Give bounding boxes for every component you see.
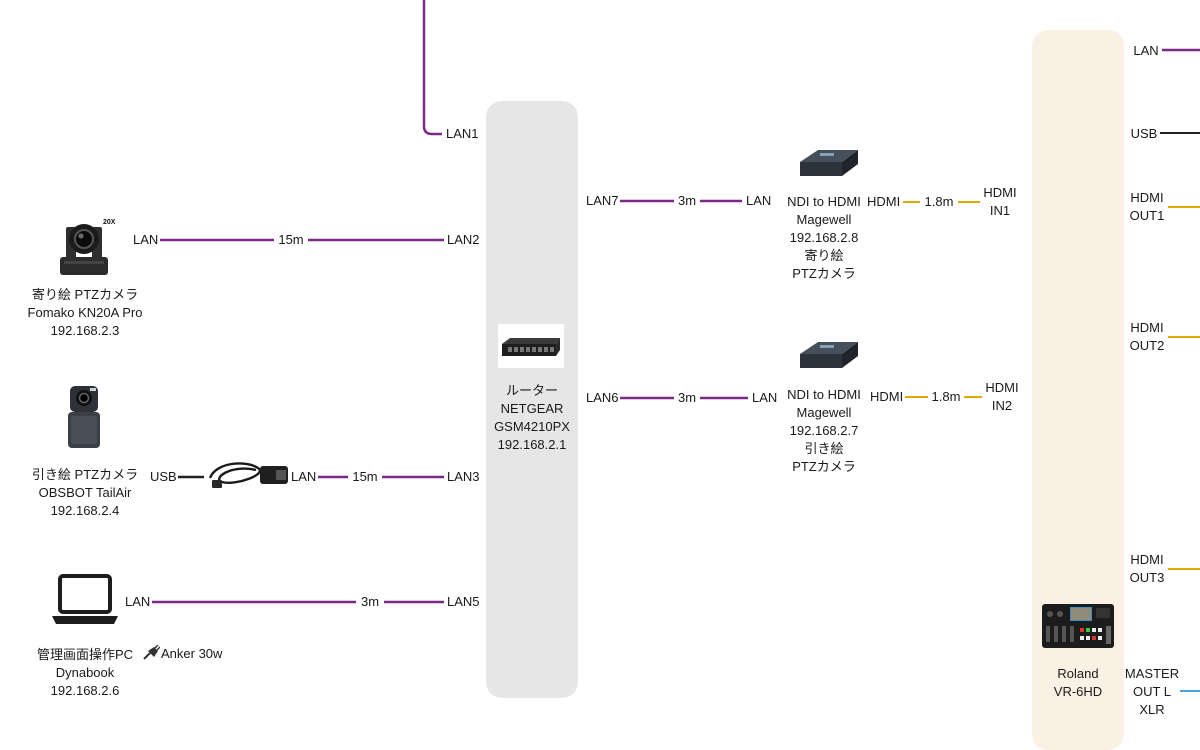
switcher-port-usb: USB: [1130, 126, 1158, 141]
conv1-hdmi-length: 1.8m: [924, 194, 954, 209]
camera1-cable-length: 15m: [278, 232, 304, 247]
router-port-lan5: LAN5: [447, 594, 480, 609]
pc-port: LAN: [125, 594, 151, 609]
conv2-cable-length: 3m: [677, 390, 697, 405]
switcher-port-lan: LAN: [1133, 43, 1159, 58]
zoom-badge: 20X: [103, 219, 116, 226]
conv2-role2: PTZカメラ: [792, 459, 856, 474]
ptz-camera-icon: 20X: [60, 219, 116, 275]
webcam-icon: [68, 386, 100, 448]
switcher-caption: Roland VR-6HD: [1032, 665, 1124, 701]
router-port-lan2: LAN2: [447, 232, 480, 247]
pc-name: 管理画面操作PC: [36, 647, 134, 662]
camera1-port: LAN: [133, 232, 159, 247]
pc-ip: 192.168.2.6: [50, 683, 120, 698]
conv2-lan-port: LAN: [752, 390, 778, 405]
router-caption: ルーター NETGEAR GSM4210PX 192.168.2.1: [486, 382, 578, 454]
video-switcher-icon: [1042, 604, 1114, 648]
conv1-hdmi-port: HDMI: [867, 194, 901, 209]
router-panel: [486, 101, 578, 698]
camera2-adapter-lan: LAN: [291, 469, 317, 484]
conv1-ip: 192.168.2.8: [789, 230, 859, 245]
camera2-name: 引き絵 PTZカメラ: [31, 467, 139, 482]
conv1-brand: Magewell: [796, 212, 852, 227]
camera2-cable-length: 15m: [352, 469, 378, 484]
camera1-model: Fomako KN20A Pro: [27, 305, 143, 320]
switcher-input-in1: HDMI IN1: [983, 185, 1017, 218]
conv2-caption: NDI to HDMI Magewell 192.168.2.7 引き絵 PTZ…: [774, 386, 874, 476]
camera1-caption: 寄り絵 PTZカメラ Fomako KN20A Pro 192.168.2.3: [14, 286, 156, 340]
laptop-icon: [52, 574, 118, 624]
router-ip: 192.168.2.1: [497, 437, 567, 452]
conv2-ip: 192.168.2.7: [789, 423, 859, 438]
camera2-usb-label: USB: [150, 469, 177, 484]
conv1-cable-length: 3m: [677, 193, 697, 208]
usb-lan-adapter-icon: [208, 462, 288, 488]
conv1-role2: PTZカメラ: [792, 266, 856, 281]
ndi-converter-icon: [800, 342, 858, 368]
router-name: ルーター: [505, 383, 558, 398]
pc-cable-length: 3m: [360, 594, 380, 609]
power-plug-icon: [143, 645, 160, 660]
conv1-role1: 寄り絵: [804, 248, 844, 263]
switcher-port-hdmi-out2: HDMI OUT2: [1129, 320, 1165, 353]
conv2-name: NDI to HDMI: [787, 387, 861, 402]
conv2-hdmi-port: HDMI: [870, 389, 904, 404]
conv1-caption: NDI to HDMI Magewell 192.168.2.8 寄り絵 PTZ…: [774, 193, 874, 283]
camera2-ip: 192.168.2.4: [50, 503, 120, 518]
ndi-converter-icon: [800, 150, 858, 176]
router-port-lan6: LAN6: [586, 390, 619, 405]
switcher-model: VR-6HD: [1053, 684, 1103, 699]
camera1-ip: 192.168.2.3: [50, 323, 120, 338]
switcher-input-in2: HDMI IN2: [985, 380, 1019, 413]
switcher-port-hdmi-out1: HDMI OUT1: [1129, 190, 1165, 223]
pc-caption: 管理画面操作PC Dynabook 192.168.2.6: [14, 646, 156, 700]
wire-uplink-lan1: [422, 0, 442, 136]
pc-power: Anker 30w: [161, 646, 223, 661]
router-image: [498, 324, 564, 368]
switcher-port-master-out: MASTER OUT L XLR: [1124, 666, 1180, 717]
conv2-hdmi-length: 1.8m: [931, 389, 961, 404]
camera2-caption: 引き絵 PTZカメラ OBSBOT TailAir 192.168.2.4: [14, 466, 156, 520]
conv2-role1: 引き絵: [804, 441, 844, 456]
conv1-lan-port: LAN: [746, 193, 772, 208]
conv2-brand: Magewell: [796, 405, 852, 420]
router-port-lan7: LAN7: [586, 193, 619, 208]
camera1-name: 寄り絵 PTZカメラ: [31, 287, 139, 302]
network-switch-icon: [502, 338, 560, 356]
pc-model: Dynabook: [55, 665, 115, 680]
switcher-port-hdmi-out3: HDMI OUT3: [1129, 552, 1165, 585]
camera2-model: OBSBOT TailAir: [38, 485, 132, 500]
switcher-name: Roland: [1057, 666, 1099, 681]
router-model: NETGEAR: [500, 401, 564, 416]
router-port-lan3: LAN3: [447, 469, 480, 484]
router-sku: GSM4210PX: [494, 419, 570, 434]
conv1-name: NDI to HDMI: [787, 194, 861, 209]
router-port-lan1: LAN1: [446, 126, 479, 141]
